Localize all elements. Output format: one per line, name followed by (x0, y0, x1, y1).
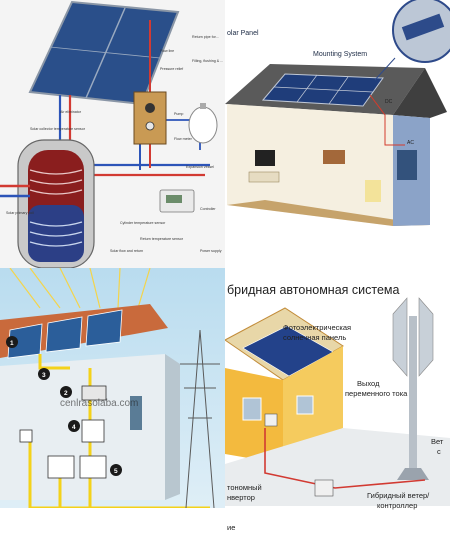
hybrid-system-diagram: бридная автономная система (225, 268, 450, 542)
hybrid-title: бридная автономная система (227, 283, 399, 297)
numbered-house-svg: 1 2 3 4 5 cenlrasolaba.com (0, 268, 225, 542)
solar-array-c (7, 309, 123, 359)
label-pv-line2: солнечная панель (283, 333, 346, 342)
label-air-eliminator: Air eliminator (60, 110, 82, 114)
sun-rays (9, 268, 151, 309)
grid-tie-house-diagram: olar Panel Mounting System DC AC (225, 0, 450, 268)
window-c (130, 396, 142, 430)
ground-c (0, 508, 225, 542)
label-ctrl-line2: контроллер (377, 501, 417, 510)
solar-thermal-svg: Return pipe for... Flow line Pressure re… (0, 0, 223, 268)
house-svg: olar Panel Mounting System DC AC (225, 0, 450, 268)
badge-4 (68, 420, 80, 432)
badge-1 (6, 336, 18, 348)
hybrid-controller-box (314, 479, 334, 497)
label-collector-sensor: Solar collector temperature sensor (30, 127, 86, 131)
label-inv-line2: нвертор (227, 493, 255, 502)
label-inv-line1: тономный (227, 483, 262, 492)
hybrid-svg: бридная автономная система (225, 268, 450, 542)
label-ctrl-line1: Гибридный ветер/ (367, 491, 430, 500)
solar-thermal-diagram: Return pipe for... Flow line Pressure re… (0, 0, 225, 268)
label-flow-line: Flow line (160, 49, 174, 53)
hot-water-cylinder (0, 139, 95, 268)
label-controller: Controller (200, 207, 216, 211)
label-solar-panel: olar Panel (227, 30, 259, 37)
badge-3 (38, 368, 50, 380)
pump-station (133, 91, 167, 145)
label-mounting-system: Mounting System (313, 51, 367, 58)
badge-5 (110, 464, 122, 476)
label-dc: DC (385, 99, 393, 105)
label-pv-line1: Фотоэлектрическая (283, 323, 351, 332)
socket (19, 429, 33, 443)
component-4 (81, 419, 105, 443)
mounting-callout (374, 0, 450, 81)
meter-left (47, 455, 75, 479)
label-solar-flow-return: Solar flow and return (110, 249, 143, 253)
label-return-pipe: Return pipe for... (192, 35, 219, 39)
label-expansion-vessel: Expansion vessel (186, 165, 214, 169)
roof-c (0, 304, 168, 358)
label-ac: AC (407, 140, 414, 146)
num-4: 4 (72, 424, 76, 431)
num-3: 3 (42, 372, 46, 379)
house-interior (227, 104, 430, 226)
watermark: cenlrasolaba.com (60, 398, 138, 409)
label-wind-line1: Вет (431, 437, 444, 446)
expansion-vessel (188, 103, 218, 144)
controller-box (159, 189, 195, 213)
label-filling: Filling, flushing & ... (192, 59, 223, 63)
num-1: 1 (10, 340, 14, 347)
label-bottom: ие (227, 523, 235, 532)
label-solar-primary-coil: Solar primary coil (6, 211, 34, 215)
roof-solar-array (261, 73, 384, 107)
component-2 (81, 385, 107, 401)
label-out-line2: переменного тока (345, 389, 408, 398)
label-return-sensor: Return temperature sensor (140, 237, 184, 241)
vertical-wind-turbine (392, 297, 434, 480)
label-wind-line2: с (437, 447, 441, 456)
num-5: 5 (114, 468, 118, 475)
solar-collector (28, 0, 180, 106)
power-pylon (180, 329, 220, 509)
numbered-house-diagram: 1 2 3 4 5 cenlrasolaba.com (0, 268, 225, 542)
label-out-line1: Выход (357, 379, 380, 388)
num-2: 2 (64, 390, 68, 397)
label-pressure-relief: Pressure relief (160, 67, 183, 71)
label-power-supply: Power supply (200, 249, 222, 253)
label-flow-meter: Flow meter (174, 137, 193, 141)
label-pump: Pump (174, 112, 183, 116)
badge-2 (60, 386, 72, 398)
meter-right (79, 455, 107, 479)
label-cylinder-sensor: Cylinder temperature sensor (120, 221, 166, 225)
